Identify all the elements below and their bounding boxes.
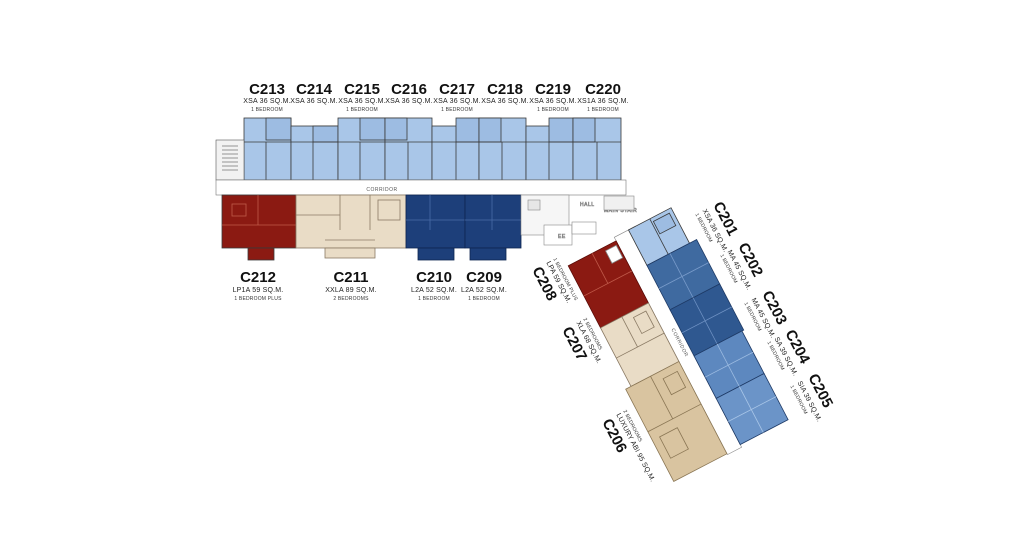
label-c215: C215 XSA 36 SQ.M. 1 BEDROOM xyxy=(338,81,386,113)
unit-code: C216 xyxy=(391,81,427,98)
unit-c215[interactable] xyxy=(337,117,386,181)
unit-c216[interactable] xyxy=(384,117,433,181)
unit-code: C213 xyxy=(249,81,285,98)
unit-beds: 1 BEDROOM xyxy=(251,107,283,113)
unit-c205[interactable] xyxy=(715,372,789,446)
unit-beds: 1 BEDROOM xyxy=(537,107,569,113)
label-c213: C213 XSA 36 SQ.M. 1 BEDROOM xyxy=(243,81,291,113)
unit-c220[interactable] xyxy=(572,117,622,181)
unit-code: C217 xyxy=(439,81,475,98)
unit-c214[interactable] xyxy=(290,125,339,181)
unit-c207[interactable] xyxy=(600,302,680,387)
corridor-label: CORRIDOR xyxy=(366,187,397,193)
main-corridor: CORRIDOR xyxy=(215,179,627,196)
hall-label: HALL xyxy=(580,202,595,208)
labels-top: C213 XSA 36 SQ.M. 1 BEDROOM C214 XSA 36 … xyxy=(243,81,629,113)
unit-size: L2A 52 SQ.M. xyxy=(411,287,457,294)
unit-size: XSA 36 SQ.M. xyxy=(385,98,433,105)
unit-c206[interactable] xyxy=(625,360,728,482)
unit-size: XS1A 36 SQ.M. xyxy=(577,98,629,105)
label-c210: C210 L2A 52 SQ.M. 1 BEDROOM xyxy=(411,269,457,302)
unit-size: XSA 36 SQ.M. xyxy=(290,98,338,105)
label-c216: C216 XSA 36 SQ.M. xyxy=(385,81,433,105)
unit-code: C219 xyxy=(535,81,571,98)
unit-beds: 1 BEDROOM xyxy=(418,296,450,302)
unit-c218[interactable] xyxy=(478,117,527,181)
ee-label: EE xyxy=(558,234,566,240)
unit-code: C220 xyxy=(585,81,621,98)
label-c209: C209 L2A 52 SQ.M. 1 BEDROOM xyxy=(461,269,507,302)
unit-code: C218 xyxy=(487,81,523,98)
unit-c212[interactable] xyxy=(221,194,297,261)
stair-west xyxy=(215,139,245,181)
unit-size: XSA 36 SQ.M. xyxy=(338,98,386,105)
unit-code: C210 xyxy=(416,269,452,286)
unit-beds: 1 BEDROOM xyxy=(587,107,619,113)
label-c205: C205 SIA 39 SQ.M. 1 BEDROOM xyxy=(788,371,836,423)
main-stair-label: MAIN STAIR xyxy=(604,208,637,214)
unit-code: C211 xyxy=(333,269,368,286)
unit-code: C212 xyxy=(240,269,276,286)
unit-c211[interactable] xyxy=(295,194,407,259)
unit-beds: 1 BEDROOM PLUS xyxy=(234,296,282,302)
label-c219: C219 XSA 36 SQ.M. 1 BEDROOM xyxy=(529,81,577,113)
unit-c213[interactable] xyxy=(243,117,292,181)
unit-c217[interactable] xyxy=(431,117,480,181)
top-row-units xyxy=(243,117,622,181)
unit-size: L2A 52 SQ.M. xyxy=(461,287,507,294)
unit-c209[interactable] xyxy=(464,194,522,261)
unit-code: C214 xyxy=(296,81,333,98)
label-c211: C211 XXLA 89 SQ.M. 2 BEDROOMS xyxy=(325,269,377,302)
label-c218: C218 XSA 36 SQ.M. xyxy=(481,81,529,105)
unit-c210[interactable] xyxy=(405,194,466,261)
label-c212: C212 LP1A 59 SQ.M. 1 BEDROOM PLUS xyxy=(233,269,284,302)
label-c217: C217 XSA 36 SQ.M. 1 BEDROOM xyxy=(433,81,481,113)
unit-size: LP1A 59 SQ.M. xyxy=(233,287,284,294)
unit-beds: 2 BEDROOMS xyxy=(333,296,369,302)
unit-size: XSA 36 SQ.M. xyxy=(243,98,291,105)
unit-beds: 1 BEDROOM xyxy=(468,296,500,302)
unit-size: XSA 36 SQ.M. xyxy=(433,98,481,105)
unit-c202[interactable] xyxy=(646,239,721,311)
unit-beds: 1 BEDROOM xyxy=(346,107,378,113)
labels-bottom: C212 LP1A 59 SQ.M. 1 BEDROOM PLUS C211 X… xyxy=(233,269,507,302)
unit-code: C215 xyxy=(344,81,380,98)
unit-c219[interactable] xyxy=(525,117,574,181)
label-c220: C220 XS1A 36 SQ.M. 1 BEDROOM xyxy=(577,81,629,113)
label-c214: C214 XSA 36 SQ.M. xyxy=(290,81,338,105)
unit-beds: 1 BEDROOM xyxy=(441,107,473,113)
unit-size: XSA 36 SQ.M. xyxy=(529,98,577,105)
unit-code: C209 xyxy=(466,269,502,286)
core-area: HALL EE MAIN STAIR xyxy=(520,194,637,246)
unit-size: XXLA 89 SQ.M. xyxy=(325,287,377,294)
unit-size: XSA 36 SQ.M. xyxy=(481,98,529,105)
